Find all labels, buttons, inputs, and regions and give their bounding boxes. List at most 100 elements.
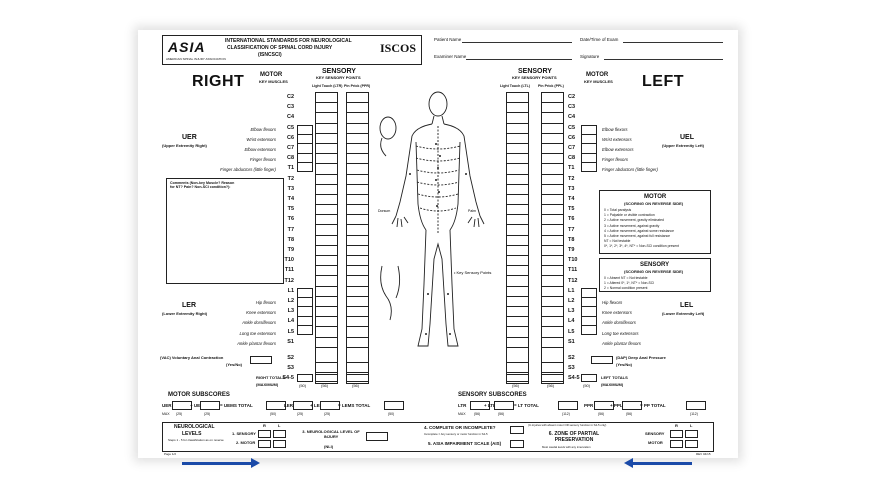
score-cell[interactable] xyxy=(542,225,563,236)
score-cell[interactable] xyxy=(507,175,528,185)
score-cell[interactable] xyxy=(316,185,337,195)
score-cell[interactable] xyxy=(316,225,337,236)
score-cell[interactable] xyxy=(507,327,528,338)
subscore-input[interactable] xyxy=(622,401,642,410)
score-cell[interactable] xyxy=(507,195,528,206)
score-cell[interactable] xyxy=(316,256,337,267)
score-cell[interactable] xyxy=(507,317,528,328)
motor-score-cell[interactable] xyxy=(582,289,596,299)
right-motor-total[interactable] xyxy=(297,374,313,382)
score-cell[interactable] xyxy=(316,317,337,328)
score-cell[interactable] xyxy=(316,363,337,374)
score-cell[interactable] xyxy=(507,215,528,226)
score-cell[interactable] xyxy=(542,113,563,124)
score-cell[interactable] xyxy=(347,175,368,185)
right-motor-column-lower[interactable] xyxy=(297,288,313,335)
score-cell[interactable] xyxy=(507,363,528,374)
score-cell[interactable] xyxy=(347,317,368,328)
left-pp-total[interactable] xyxy=(541,374,564,382)
score-cell[interactable] xyxy=(316,113,337,124)
score-cell[interactable] xyxy=(316,287,337,297)
score-cell[interactable] xyxy=(507,205,528,216)
right-pp-column[interactable] xyxy=(346,92,369,384)
subscore-input[interactable] xyxy=(320,401,340,410)
score-cell[interactable] xyxy=(507,164,528,175)
complete-input[interactable] xyxy=(510,426,524,434)
vac-input[interactable] xyxy=(250,356,272,364)
score-cell[interactable] xyxy=(542,124,563,134)
motor-score-cell[interactable] xyxy=(298,289,312,299)
motor-score-cell[interactable] xyxy=(582,326,596,335)
score-cell[interactable] xyxy=(542,256,563,267)
score-cell[interactable] xyxy=(542,164,563,175)
zpp-sensory-l[interactable] xyxy=(685,430,698,438)
motor-score-cell[interactable] xyxy=(298,163,312,172)
right-motor-column-upper[interactable] xyxy=(297,125,313,172)
score-cell[interactable] xyxy=(347,154,368,165)
score-cell[interactable] xyxy=(316,154,337,165)
score-cell[interactable] xyxy=(542,195,563,206)
score-cell[interactable] xyxy=(347,276,368,287)
score-cell[interactable] xyxy=(347,113,368,124)
score-cell[interactable] xyxy=(542,246,563,256)
score-cell[interactable] xyxy=(316,195,337,206)
score-cell[interactable] xyxy=(542,363,563,374)
subscore-input[interactable] xyxy=(686,401,706,410)
score-cell[interactable] xyxy=(347,134,368,144)
score-cell[interactable] xyxy=(316,307,337,318)
score-cell[interactable] xyxy=(316,327,337,338)
score-cell[interactable] xyxy=(316,175,337,185)
left-pp-column[interactable] xyxy=(541,92,564,384)
score-cell[interactable] xyxy=(316,134,337,144)
right-lt-total[interactable] xyxy=(315,374,338,382)
score-cell[interactable] xyxy=(316,144,337,155)
left-motor-total[interactable] xyxy=(581,374,597,382)
score-cell[interactable] xyxy=(542,327,563,338)
nl-sensory-r[interactable] xyxy=(258,430,271,438)
subscore-input[interactable] xyxy=(384,401,404,410)
left-lt-column[interactable] xyxy=(506,92,529,384)
score-cell[interactable] xyxy=(347,236,368,246)
motor-score-cell[interactable] xyxy=(582,298,596,308)
score-cell[interactable] xyxy=(347,297,368,307)
motor-score-cell[interactable] xyxy=(582,135,596,145)
subscore-input[interactable] xyxy=(293,401,313,410)
score-cell[interactable] xyxy=(347,266,368,277)
score-cell[interactable] xyxy=(316,348,337,364)
score-cell[interactable] xyxy=(347,205,368,216)
score-cell[interactable] xyxy=(347,307,368,318)
zpp-motor-l[interactable] xyxy=(685,440,698,448)
subscore-input[interactable] xyxy=(172,401,192,410)
score-cell[interactable] xyxy=(347,124,368,134)
patient-name-field[interactable] xyxy=(462,42,572,43)
score-cell[interactable] xyxy=(542,103,563,114)
score-cell[interactable] xyxy=(542,266,563,277)
right-pp-total[interactable] xyxy=(346,374,369,382)
motor-score-cell[interactable] xyxy=(582,154,596,163)
score-cell[interactable] xyxy=(542,297,563,307)
score-cell[interactable] xyxy=(542,205,563,216)
score-cell[interactable] xyxy=(507,225,528,236)
score-cell[interactable] xyxy=(542,93,563,104)
zpp-sensory-r[interactable] xyxy=(670,430,683,438)
motor-score-cell[interactable] xyxy=(582,126,596,136)
left-lt-total[interactable] xyxy=(506,374,529,382)
subscore-input[interactable] xyxy=(594,401,614,410)
score-cell[interactable] xyxy=(542,215,563,226)
ais-input[interactable] xyxy=(510,440,524,448)
score-cell[interactable] xyxy=(507,373,528,384)
score-cell[interactable] xyxy=(542,287,563,297)
score-cell[interactable] xyxy=(316,215,337,226)
score-cell[interactable] xyxy=(542,154,563,165)
nl-motor-r[interactable] xyxy=(258,440,271,448)
score-cell[interactable] xyxy=(507,307,528,318)
score-cell[interactable] xyxy=(542,185,563,195)
motor-score-cell[interactable] xyxy=(582,163,596,172)
zpp-motor-r[interactable] xyxy=(670,440,683,448)
left-motor-column-lower[interactable] xyxy=(581,288,597,335)
signature-field[interactable] xyxy=(604,59,723,60)
score-cell[interactable] xyxy=(507,185,528,195)
motor-score-cell[interactable] xyxy=(298,144,312,154)
score-cell[interactable] xyxy=(347,225,368,236)
score-cell[interactable] xyxy=(347,246,368,256)
